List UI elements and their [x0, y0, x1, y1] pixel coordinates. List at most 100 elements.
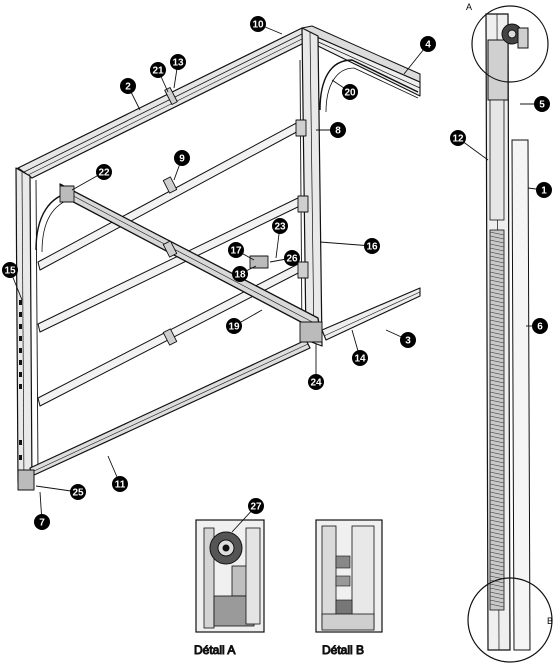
callout-badge — [226, 318, 242, 334]
callout-8: 8 — [316, 122, 346, 138]
top-pulley — [501, 23, 529, 49]
callout-number: 5 — [539, 100, 545, 111]
callout-12: 12 — [450, 130, 489, 161]
callout-badge — [308, 374, 324, 390]
callout-number: 12 — [452, 134, 464, 145]
detail-b-letter: B — [547, 616, 553, 626]
top-header-rail — [17, 27, 319, 179]
callout-badge — [400, 332, 416, 348]
callout-number: 21 — [152, 66, 164, 77]
detail-b-circle — [467, 577, 553, 663]
callout-11: 11 — [107, 455, 128, 492]
callout-badge — [96, 164, 112, 180]
callout-1: 1 — [527, 182, 552, 198]
callout-badge — [112, 476, 128, 492]
callout-20: 20 — [331, 79, 358, 100]
left-vertical-track — [15, 167, 39, 489]
right-curved-track — [319, 59, 419, 111]
callout-21: 21 — [150, 62, 169, 93]
callout-24: 24 — [308, 344, 324, 390]
callout-15: 15 — [2, 262, 23, 301]
callout-badge — [272, 218, 288, 234]
detail-a-caption: Détail A — [194, 643, 235, 657]
callout-badge — [450, 130, 466, 146]
callout-number: 13 — [172, 58, 184, 69]
callout-number: 3 — [405, 336, 411, 347]
callout-18: 18 — [232, 265, 257, 282]
right-vertical-track — [299, 27, 323, 347]
detail-b-caption: Détail B — [322, 643, 364, 657]
top-horizontal-track — [301, 25, 421, 97]
callout-number: 14 — [354, 354, 366, 365]
callout-number: 22 — [98, 168, 110, 179]
bottom-horizontal-track — [321, 287, 421, 341]
callout-5: 5 — [520, 96, 550, 112]
callout-22: 22 — [71, 164, 112, 191]
callout-13: 13 — [170, 54, 186, 89]
callout-badge — [34, 514, 50, 530]
callout-badge — [150, 62, 166, 78]
callout-badge — [232, 266, 248, 282]
callout-number: 23 — [274, 222, 286, 233]
detail-a-circle — [471, 5, 549, 83]
callout-25: 25 — [35, 484, 86, 500]
door-assembly — [15, 25, 421, 491]
callout-number: 7 — [39, 518, 45, 529]
callout-badge — [420, 36, 436, 52]
callout-number: 4 — [425, 40, 431, 51]
callout-2: 2 — [120, 78, 141, 111]
callout-number: 20 — [344, 88, 356, 99]
callout-6: 6 — [526, 318, 548, 334]
callout-16: 16 — [319, 238, 380, 254]
callout-number: 25 — [72, 488, 84, 499]
callout-number: 17 — [230, 246, 242, 257]
callout-number: 1 — [541, 186, 547, 197]
callout-4: 4 — [403, 36, 436, 75]
callout-23: 23 — [272, 218, 288, 259]
callout-number: 10 — [252, 20, 264, 31]
callout-number: 24 — [310, 378, 322, 389]
callout-number: 27 — [250, 502, 262, 513]
callout-7: 7 — [34, 491, 50, 530]
callout-number: 19 — [228, 322, 240, 333]
callout-3: 3 — [385, 329, 416, 348]
detail-a: Détail A — [194, 519, 265, 658]
callout-badge — [532, 318, 548, 334]
detail-b: Détail B — [315, 519, 383, 658]
callout-number: 11 — [115, 480, 126, 491]
callout-number: 8 — [335, 126, 341, 137]
callout-badge — [364, 238, 380, 254]
callout-number: 18 — [234, 270, 246, 281]
callout-number: 15 — [4, 266, 16, 277]
callout-badge — [534, 96, 550, 112]
callout-9: 9 — [173, 150, 190, 181]
callout-27: 27 — [231, 498, 264, 533]
callout-badge — [228, 242, 244, 258]
callout-26: 26 — [269, 250, 300, 266]
callout-number: 9 — [179, 154, 185, 165]
callout-14: 14 — [351, 329, 368, 366]
callout-number: 2 — [125, 82, 131, 93]
callout-leader — [319, 241, 373, 247]
callout-number: 16 — [366, 242, 378, 253]
callout-badge — [342, 84, 358, 100]
callout-number: 26 — [286, 254, 298, 265]
callout-badge — [536, 182, 552, 198]
callout-17: 17 — [228, 242, 255, 261]
detail-a-letter: A — [466, 2, 472, 12]
callout-badge — [174, 150, 190, 166]
hinges — [59, 87, 323, 346]
callout-badges: 1234567891011121314151617181920212223242… — [2, 16, 552, 533]
callout-badge — [120, 78, 136, 94]
spring-coil — [489, 229, 505, 611]
callout-badge — [284, 250, 300, 266]
callout-badge — [330, 122, 346, 138]
callout-badge — [250, 16, 266, 32]
callout-10: 10 — [250, 16, 283, 35]
callout-badge — [352, 350, 368, 366]
callout-badge — [170, 54, 186, 70]
spring-column — [485, 13, 531, 651]
callout-badge — [2, 262, 18, 278]
